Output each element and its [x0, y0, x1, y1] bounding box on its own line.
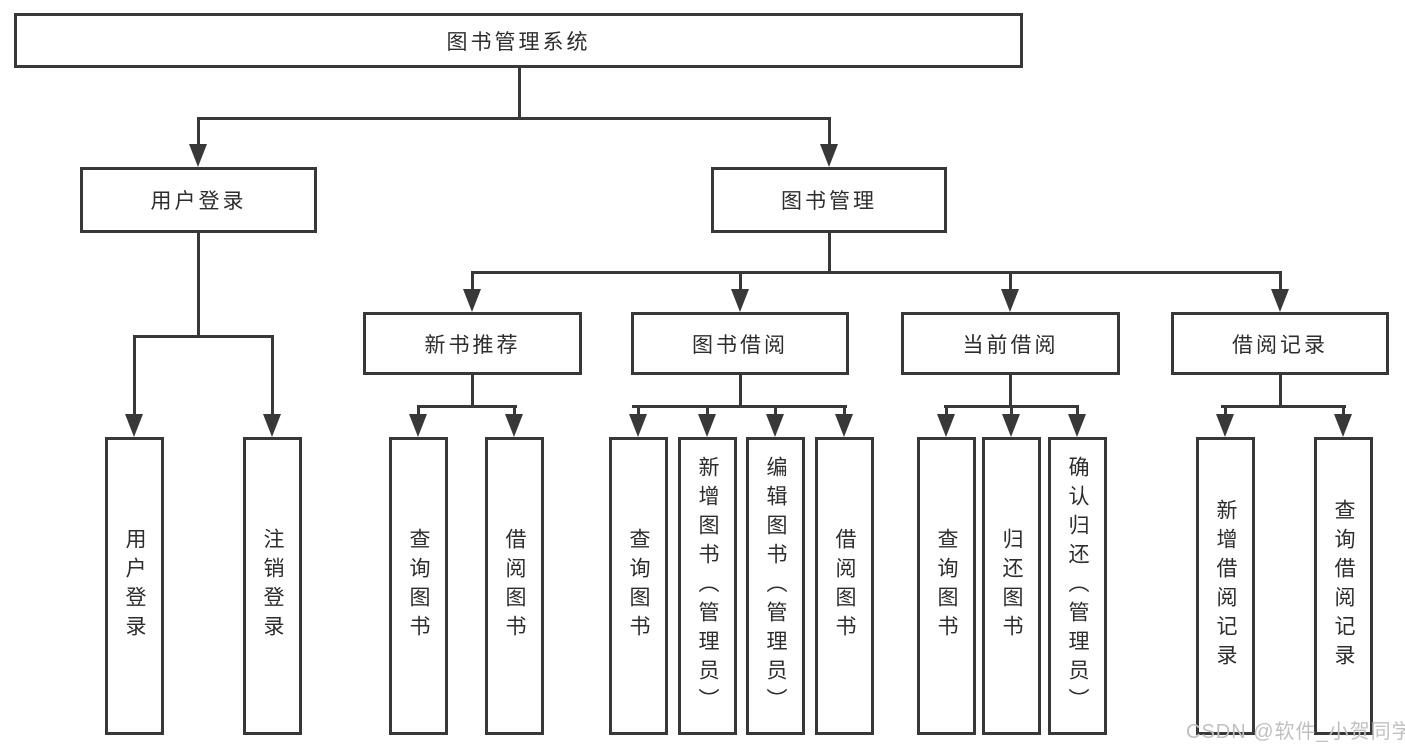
leaf-confirm-return-admin-label: 确认归还（管理员）	[1066, 455, 1090, 717]
node-user-login: 用户登录	[80, 167, 317, 233]
connector-line	[1342, 405, 1345, 417]
leaf-confirm-return-admin: 确认归还（管理员）	[1048, 437, 1107, 735]
connector-arrowhead	[731, 289, 749, 312]
leaf-user-login: 用户登录	[105, 437, 164, 735]
connector-line	[471, 373, 474, 407]
leaf-edit-books-admin: 编辑图书（管理员）	[746, 437, 805, 735]
connector-line	[843, 405, 846, 417]
leaf-borrow-books-borrowing-label: 借阅图书	[833, 528, 857, 644]
connector-line	[513, 405, 516, 417]
connector-line	[945, 405, 948, 417]
node-current-borrowing-label: 当前借阅	[962, 333, 1059, 357]
connector-line	[1009, 271, 1012, 291]
connector-arrowhead	[263, 414, 281, 437]
connector-line	[197, 117, 831, 120]
connector-line	[828, 231, 831, 273]
leaf-query-books-current-label: 查询图书	[935, 528, 959, 644]
connector-line	[417, 405, 517, 408]
leaf-edit-books-admin-label: 编辑图书（管理员）	[764, 455, 788, 717]
csdn-watermark: CSDN @软件_小贺同学	[1186, 721, 1405, 743]
connector-line	[518, 66, 521, 119]
leaf-logout: 注销登录	[243, 437, 302, 735]
leaf-add-borrow-record-label: 新增借阅记录	[1214, 499, 1238, 673]
node-book-borrowing-label: 图书借阅	[692, 333, 788, 357]
connector-arrowhead	[820, 144, 838, 167]
connector-line	[1221, 405, 1346, 408]
leaf-query-books-borrowing: 查询图书	[609, 437, 668, 735]
connector-line	[632, 405, 847, 408]
connector-arrowhead	[125, 414, 143, 437]
connector-arrowhead	[1271, 289, 1289, 312]
connector-arrowhead	[409, 414, 427, 437]
connector-line	[1279, 373, 1282, 407]
node-current-borrowing: 当前借阅	[901, 312, 1120, 375]
leaf-borrow-books-borrowing: 借阅图书	[815, 437, 874, 735]
connector-arrowhead	[1334, 414, 1352, 437]
node-user-login-label: 用户登录	[150, 190, 247, 213]
connector-arrowhead	[698, 414, 716, 437]
connector-arrowhead	[629, 414, 647, 437]
connector-arrowhead	[1068, 414, 1086, 437]
connector-line	[828, 117, 831, 147]
connector-arrowhead	[1216, 414, 1234, 437]
connector-line	[271, 335, 274, 417]
connector-line	[133, 335, 136, 417]
connector-line	[739, 271, 742, 291]
leaf-borrow-books-recommend: 借阅图书	[485, 437, 544, 735]
connector-line	[133, 335, 274, 338]
node-book-management: 图书管理	[711, 167, 947, 233]
connector-line	[1009, 373, 1012, 407]
leaf-return-books: 归还图书	[982, 437, 1041, 735]
connector-arrowhead	[937, 414, 955, 437]
connector-line	[774, 405, 777, 417]
leaf-add-books-admin: 新增图书（管理员）	[678, 437, 737, 735]
leaf-add-borrow-record: 新增借阅记录	[1196, 437, 1255, 735]
leaf-query-books-recommend-label: 查询图书	[407, 528, 431, 644]
connector-line	[637, 405, 640, 417]
leaf-query-books-current: 查询图书	[917, 437, 976, 735]
node-borrowing-records: 借阅记录	[1171, 312, 1389, 375]
node-root-label: 图书管理系统	[446, 30, 591, 54]
leaf-query-books-borrowing-label: 查询图书	[627, 528, 651, 644]
leaf-return-books-label: 归还图书	[1000, 528, 1024, 644]
leaf-logout-label: 注销登录	[261, 528, 285, 644]
leaf-query-borrow-record: 查询借阅记录	[1314, 437, 1373, 735]
connector-line	[1076, 405, 1079, 417]
node-new-book-recommendation: 新书推荐	[363, 312, 582, 375]
connector-arrowhead	[463, 289, 481, 312]
connector-arrowhead	[835, 414, 853, 437]
connector-line	[706, 405, 709, 417]
connector-line	[471, 271, 474, 291]
connector-line	[417, 405, 420, 417]
node-borrowing-records-label: 借阅记录	[1232, 333, 1328, 357]
node-root: 图书管理系统	[14, 13, 1023, 68]
leaf-user-login-label: 用户登录	[123, 528, 147, 644]
connector-line	[1279, 271, 1282, 291]
leaf-borrow-books-recommend-label: 借阅图书	[503, 528, 527, 644]
connector-line	[471, 271, 1282, 274]
connector-line	[1010, 405, 1013, 417]
connector-arrowhead	[1001, 289, 1019, 312]
connector-arrowhead	[766, 414, 784, 437]
connector-line	[739, 373, 742, 407]
leaf-query-borrow-record-label: 查询借阅记录	[1332, 499, 1356, 673]
connector-arrowhead	[1002, 414, 1020, 437]
node-book-management-label: 图书管理	[781, 190, 877, 213]
node-new-book-recommendation-label: 新书推荐	[424, 333, 521, 357]
connector-arrowhead	[189, 144, 207, 167]
connector-line	[197, 117, 200, 147]
connector-arrowhead	[505, 414, 523, 437]
connector-line	[197, 231, 200, 338]
connector-line	[1224, 405, 1227, 417]
leaf-query-books-recommend: 查询图书	[389, 437, 448, 735]
node-book-borrowing: 图书借阅	[631, 312, 849, 375]
leaf-add-books-admin-label: 新增图书（管理员）	[696, 455, 720, 717]
